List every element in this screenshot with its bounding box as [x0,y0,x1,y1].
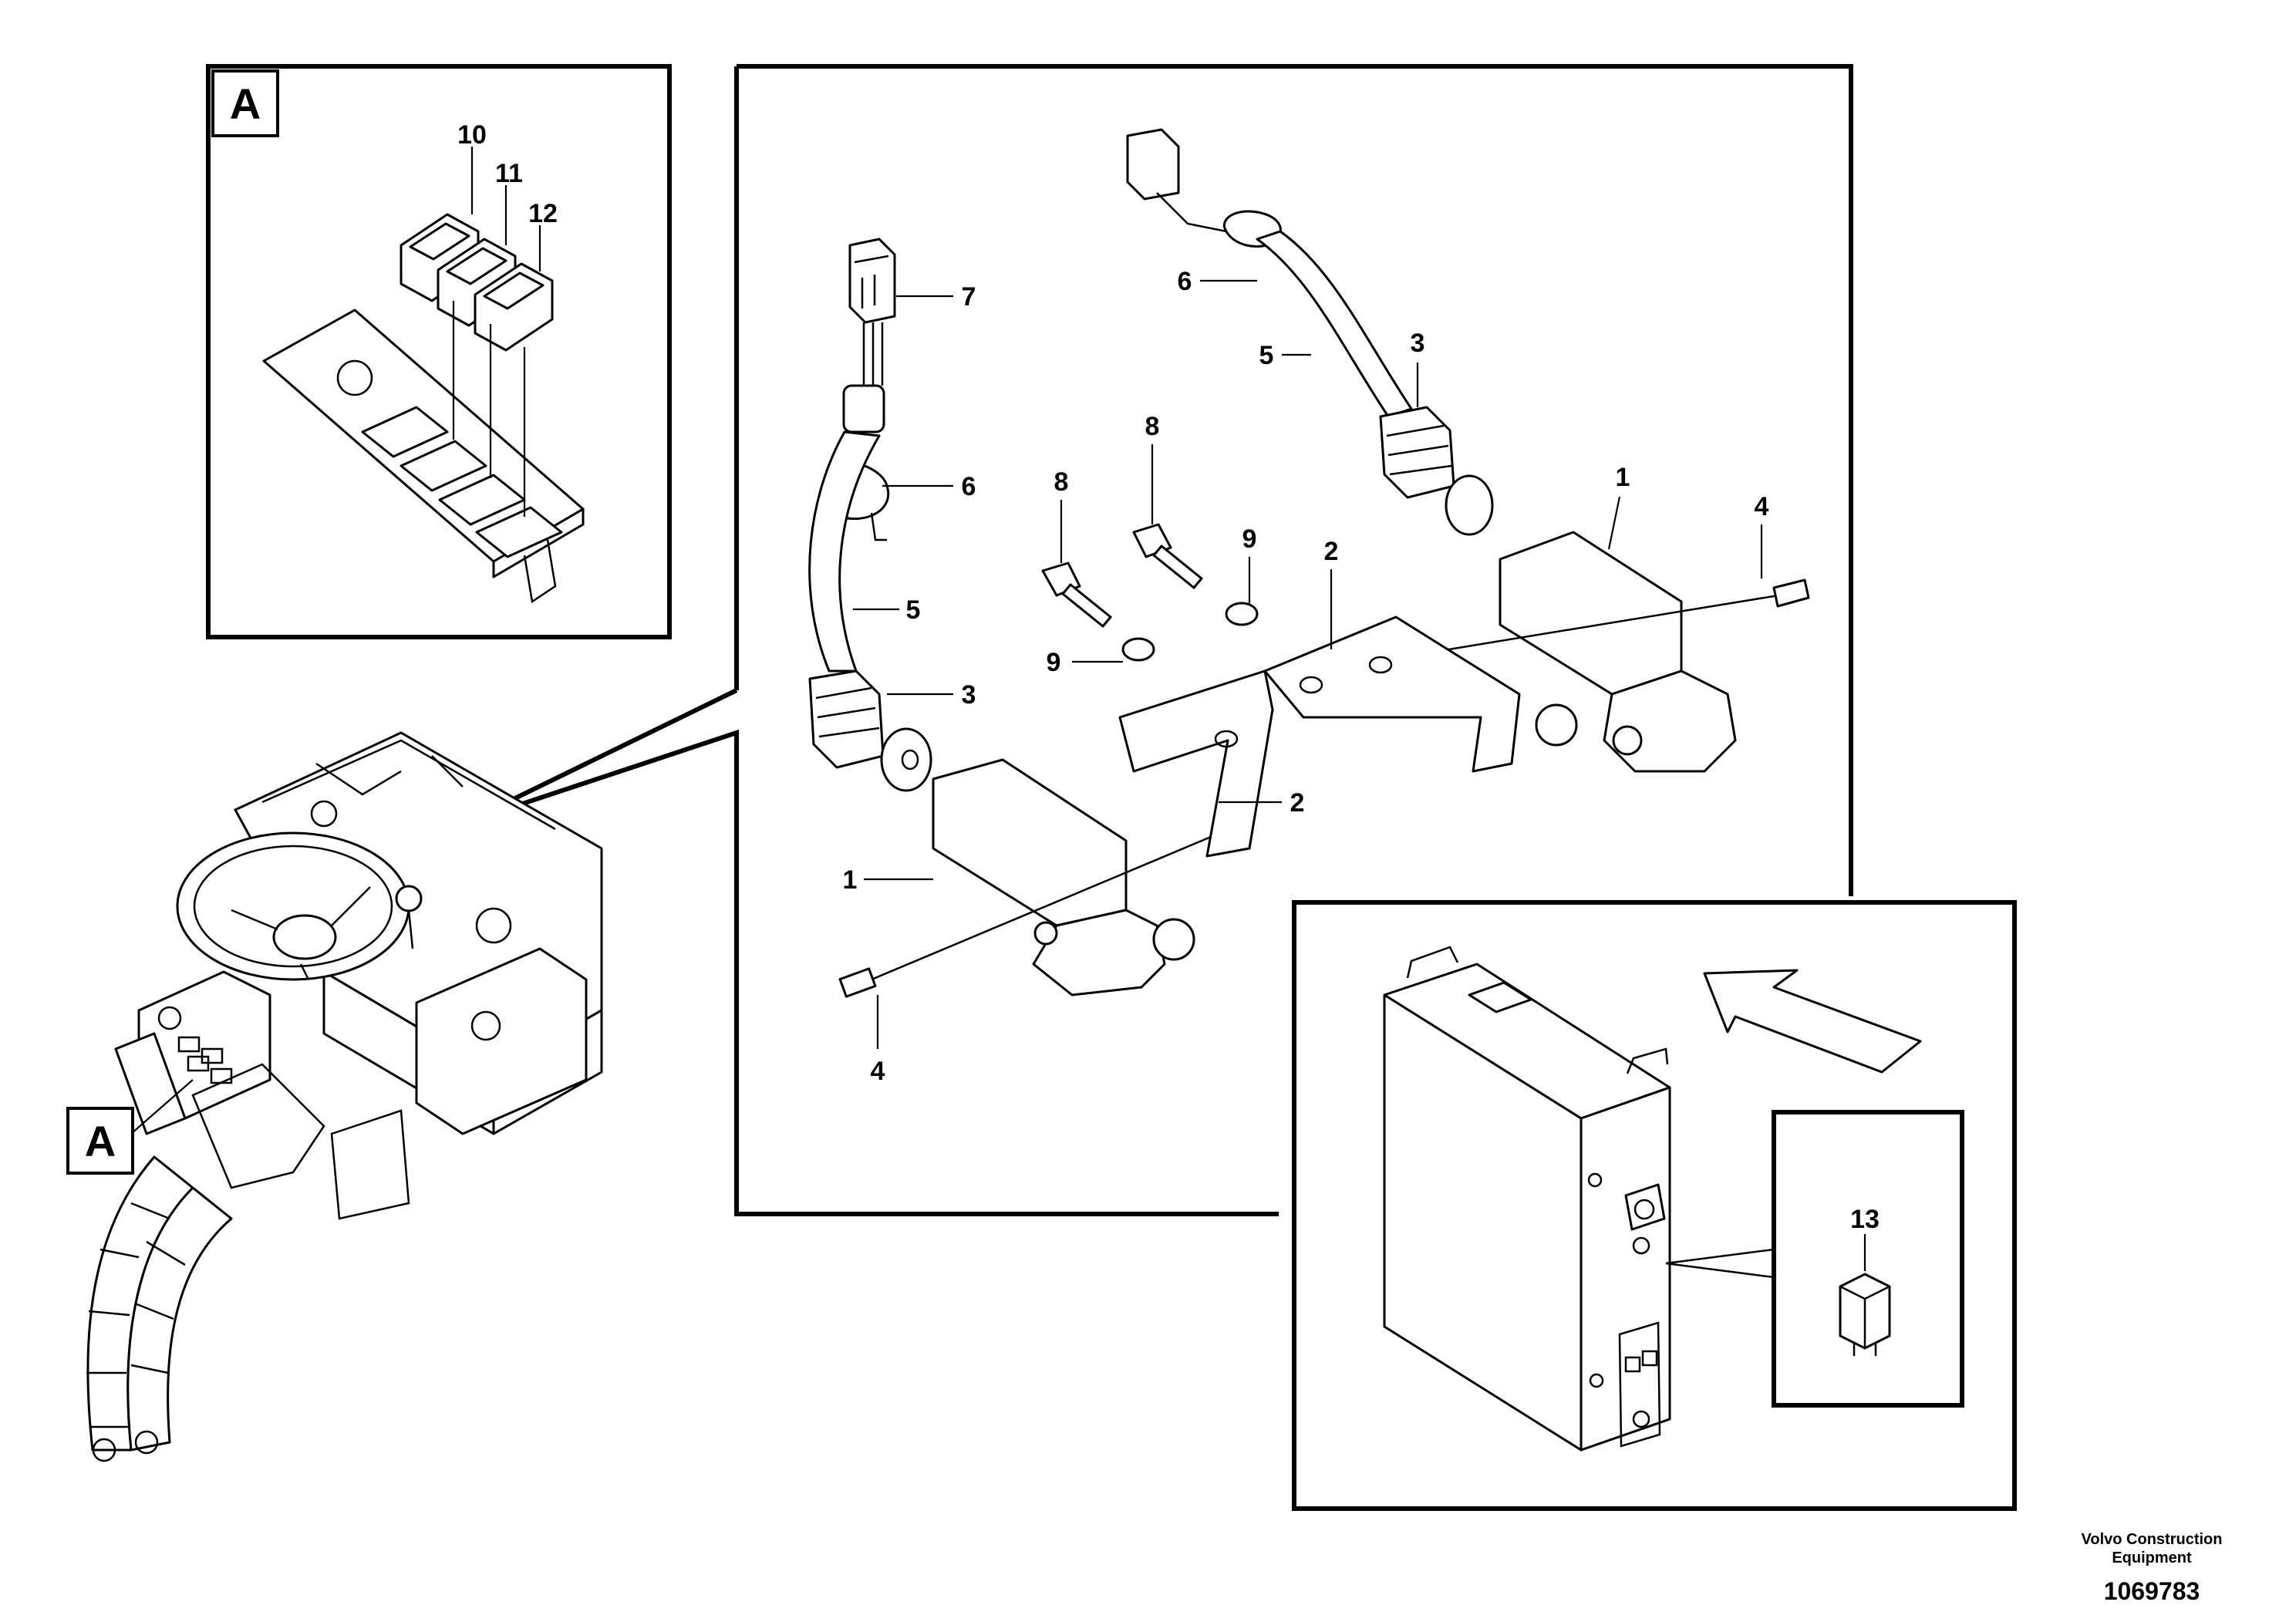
detail-a-marker-box [211,69,279,137]
operator-console [86,731,603,1462]
sensor-1-right [1499,531,1683,696]
washer-9-left [1121,637,1155,662]
rocker-switches [400,213,554,517]
label-6-right: 6 [1178,267,1192,296]
right-sensor-assembly [1126,128,1810,773]
label-12: 12 [528,199,558,228]
fitting-3 [808,669,885,769]
fitting-3-right [1379,406,1455,499]
bolt-4-right [1772,578,1810,608]
relay-frame [1772,1110,1964,1408]
label-8-right: 8 [1145,412,1160,441]
bolt-4-left [838,967,877,998]
label-7: 7 [962,282,976,312]
detail-a-panel: A 10 11 12 [206,64,672,639]
console-a-marker: A [85,1117,116,1165]
label-3-right: 3 [1411,329,1425,358]
label-3-left: 3 [962,680,976,710]
sensor-1-left [932,758,1128,927]
left-sensor-assembly [808,238,1221,998]
label-1-right: 1 [1616,463,1630,492]
label-9-left: 9 [1047,648,1061,677]
control-box-side [1580,1086,1671,1452]
company-name-line2: Equipment [2112,1549,2192,1566]
console-a-marker-box [66,1107,134,1175]
bolts-8 [1041,523,1203,628]
connector-7 [848,238,896,324]
control-box-inset: 13 [1292,900,2017,1511]
drawing-number: 1069783 [2104,1577,2200,1605]
detail-a-marker: A [230,79,261,128]
label-2-upper: 2 [1324,537,1339,566]
label-10: 10 [457,120,487,150]
washer-9-right [1225,602,1259,626]
label-6-left: 6 [962,472,976,501]
connector-right [1126,128,1180,201]
label-2-lower: 2 [1290,788,1305,818]
switch-plate [262,309,585,604]
bracket-2-upper [1263,615,1521,773]
label-4-left: 4 [871,1057,885,1086]
label-13: 13 [1850,1205,1880,1234]
bracket-2-lower [1118,669,1274,858]
detail-a-frame [206,64,672,639]
label-1-left: 1 [843,865,858,895]
direction-arrow [1703,969,1922,1074]
label-11: 11 [495,159,523,188]
company-name-line1: Volvo Construction [2082,1531,2223,1548]
leader-lines [853,279,1763,1049]
control-box-frame [1292,900,2017,1511]
label-5-left: 5 [906,595,921,625]
cable-5-right [1256,230,1413,418]
label-5-right: 5 [1259,341,1274,370]
label-9-right: 9 [1242,524,1257,554]
label-4-right: 4 [1755,492,1769,521]
label-8-left: 8 [1054,467,1069,497]
